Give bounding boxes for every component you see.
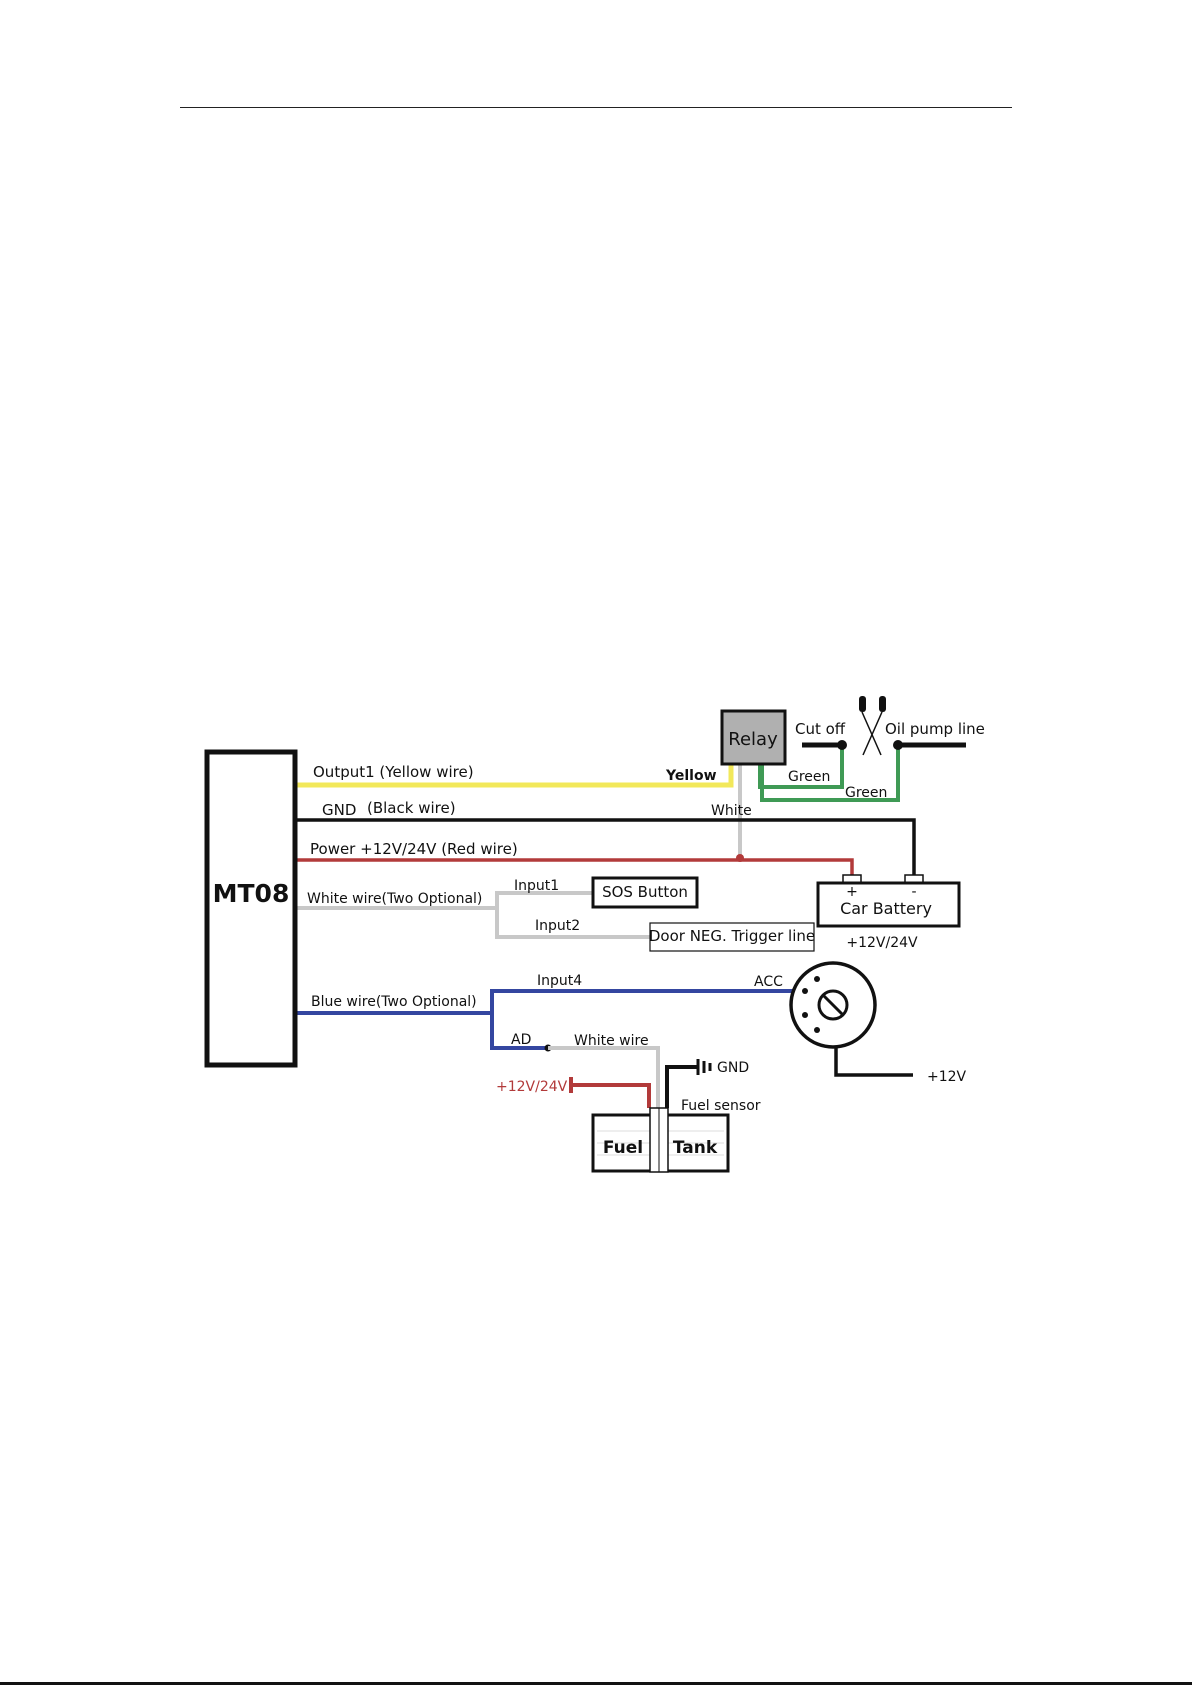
output1-label: Output1 (Yellow wire) xyxy=(313,763,474,781)
tank-label: Tank xyxy=(673,1138,718,1158)
fuel-supply-wire xyxy=(571,1083,651,1108)
white-input2-branch xyxy=(495,908,650,939)
yellow-wire xyxy=(297,765,734,788)
sensor-gnd-label: GND xyxy=(717,1060,749,1076)
power-junction xyxy=(736,854,744,862)
black-gnd-wire xyxy=(297,818,916,875)
sos-button-box xyxy=(591,876,699,909)
door-trigger-label: Door NEG. Trigger line xyxy=(649,927,815,945)
battery-minus-label: - xyxy=(911,884,916,900)
gnd-label-prefix: GND xyxy=(322,801,356,819)
oil-pump-line-label: Oil pump line xyxy=(885,720,985,738)
green-label-1: Green xyxy=(788,769,830,785)
cut-off-node-right xyxy=(893,740,903,750)
white-input1-branch xyxy=(495,891,593,908)
white-wire-label: White wire xyxy=(574,1033,649,1049)
red-power-wire xyxy=(297,858,854,875)
input4-label: Input4 xyxy=(537,973,582,989)
fuel-supply-label: +12V/24V xyxy=(496,1079,568,1095)
page-bottom-rule xyxy=(0,1682,1192,1685)
input2-label: Input2 xyxy=(535,918,580,934)
sos-button-label: SOS Button xyxy=(602,883,688,901)
acc-label: ACC xyxy=(754,974,783,990)
ground-icon xyxy=(696,1059,712,1075)
ignition-12v-label: +12V xyxy=(927,1069,967,1085)
blue-wire-two-optional-label: Blue wire(Two Optional) xyxy=(311,994,477,1010)
door-trigger-box xyxy=(649,922,815,952)
fuel-sensor-label: Fuel sensor xyxy=(681,1098,761,1114)
yellow-label: Yellow xyxy=(665,768,717,784)
scissors-icon xyxy=(859,696,886,756)
page-header-rule xyxy=(180,107,1012,108)
white-wire-two-optional-label: White wire(Two Optional) xyxy=(307,891,482,907)
relay-label: Relay xyxy=(728,729,778,750)
white-sensor-wire xyxy=(548,1046,660,1108)
cut-off-node-left xyxy=(837,740,847,750)
car-battery-box xyxy=(816,881,961,928)
white-input-wire xyxy=(297,906,499,936)
battery-plus-label: + xyxy=(846,884,858,900)
blue-input4-branch xyxy=(490,989,811,1013)
gnd-black-label: (Black wire) xyxy=(367,799,456,817)
power-label: Power +12V/24V (Red wire) xyxy=(310,840,518,858)
mt08-device xyxy=(204,749,298,1068)
ad-label: AD xyxy=(511,1032,531,1048)
blue-ad-branch xyxy=(490,1013,548,1050)
cut-off-label: Cut off xyxy=(795,720,846,738)
green-label-2: Green xyxy=(845,785,887,801)
fuel-label: Fuel xyxy=(603,1138,643,1158)
white-relay-label: White xyxy=(711,803,752,819)
battery-voltage-label: +12V/24V xyxy=(846,935,918,951)
input1-label: Input1 xyxy=(514,878,559,894)
relay-box xyxy=(720,709,787,766)
car-battery-label: Car Battery xyxy=(840,899,932,918)
ignition-switch-icon xyxy=(789,961,877,1049)
mt08-label: MT08 xyxy=(213,879,290,908)
green-wire-2 xyxy=(760,745,900,802)
sensor-gnd-wire xyxy=(665,1065,697,1108)
